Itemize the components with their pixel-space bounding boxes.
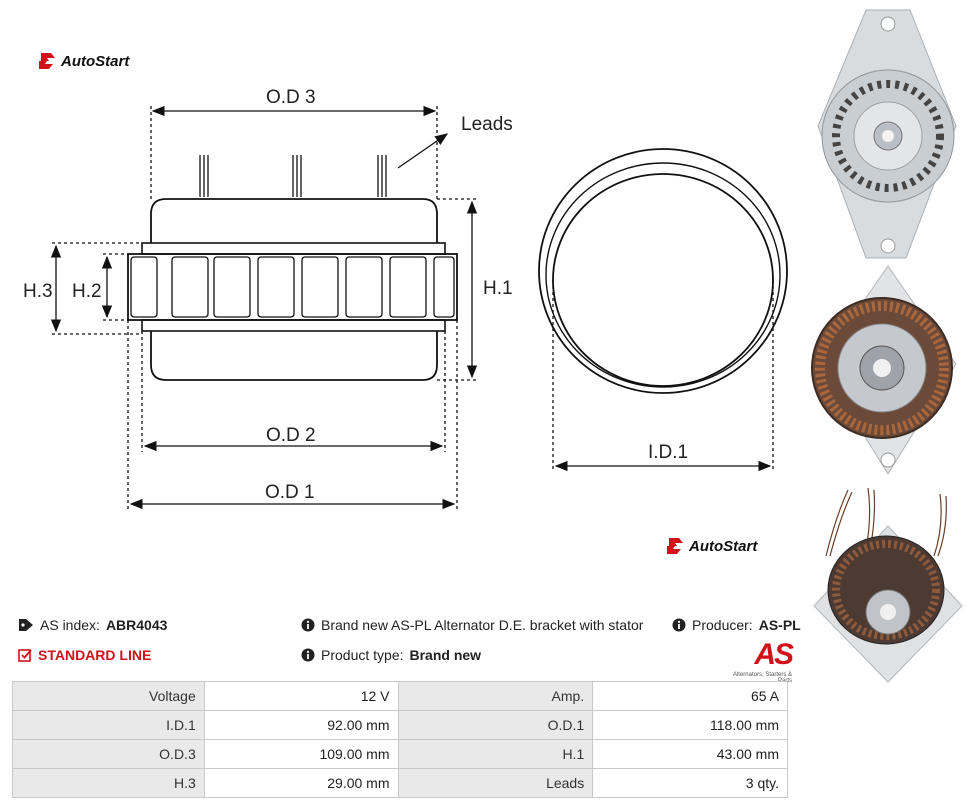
- label-h1: H.1: [483, 278, 513, 299]
- standard-line-text: STANDARD LINE: [38, 647, 152, 663]
- autostart-logo: AutoStart: [37, 52, 129, 70]
- spec-label: H.3: [12, 768, 205, 798]
- label-od3: O.D 3: [266, 87, 316, 108]
- spec-value: 43.00 mm: [592, 739, 788, 769]
- autostart-logo-secondary: AutoStart: [665, 537, 757, 555]
- spec-table: Voltage 12 V Amp. 65 A I.D.1 92.00 mm O.…: [12, 681, 788, 798]
- producer-value: AS-PL: [758, 617, 801, 633]
- description-text: Brand new AS-PL Alternator D.E. bracket …: [321, 617, 644, 633]
- spec-label: Amp.: [397, 681, 594, 711]
- info-icon: [301, 648, 315, 662]
- spec-value: 109.00 mm: [203, 739, 399, 769]
- logo-text: AutoStart: [689, 537, 758, 555]
- spec-value: 118.00 mm: [592, 710, 788, 740]
- autostart-logo-icon: [39, 53, 55, 69]
- producer-label: Producer:: [692, 617, 753, 633]
- checkbox-icon: [18, 649, 32, 662]
- spec-value: 65 A: [592, 681, 788, 711]
- spec-label: Leads: [397, 768, 594, 798]
- product-type-value: Brand new: [409, 647, 482, 663]
- table-row: O.D.3 109.00 mm H.1 43.00 mm: [12, 739, 788, 769]
- label-od2: O.D 2: [266, 425, 316, 446]
- spec-value: 3 qty.: [592, 768, 788, 798]
- product-description: Brand new AS-PL Alternator D.E. bracket …: [301, 617, 643, 633]
- info-icon: [301, 618, 315, 632]
- info-icon: [672, 618, 686, 632]
- as-index: AS index: ABR4043: [18, 617, 167, 633]
- spec-label: Voltage: [12, 681, 205, 711]
- spec-value: 92.00 mm: [203, 710, 399, 740]
- spec-label: O.D.1: [397, 710, 594, 740]
- product-type: Product type: Brand new: [301, 647, 481, 663]
- tag-icon: [19, 619, 33, 631]
- product-photo-bracket: [817, 9, 957, 259]
- label-od1: O.D 1: [265, 482, 315, 503]
- standard-line-badge: STANDARD LINE: [18, 647, 151, 663]
- as-pl-logo: AS Alternators, Starters & Parts: [718, 638, 794, 684]
- as-index-label: AS index:: [40, 617, 100, 633]
- label-h2: H.2: [72, 281, 102, 302]
- stator-drawing: [50, 105, 788, 510]
- spec-value: 29.00 mm: [203, 768, 399, 798]
- spec-label: H.1: [397, 739, 594, 769]
- autostart-logo-icon: [667, 538, 683, 554]
- product-type-label: Product type:: [321, 647, 404, 663]
- table-row: Voltage 12 V Amp. 65 A: [12, 681, 788, 711]
- label-h3: H.3: [23, 281, 53, 302]
- label-leads: Leads: [461, 114, 513, 135]
- producer: Producer: AS-PL: [672, 617, 801, 633]
- spec-value: 12 V: [203, 681, 399, 711]
- as-logo-text: AS: [754, 638, 794, 671]
- logo-text: AutoStart: [61, 52, 130, 70]
- as-index-value: ABR4043: [105, 617, 168, 633]
- product-photo-stator-side: [813, 487, 963, 683]
- table-row: I.D.1 92.00 mm O.D.1 118.00 mm: [12, 710, 788, 740]
- spec-label: O.D.3: [12, 739, 205, 769]
- label-id1: I.D.1: [648, 442, 689, 463]
- product-photo-stator-front: [811, 265, 957, 475]
- spec-label: I.D.1: [12, 710, 205, 740]
- table-row: H.3 29.00 mm Leads 3 qty.: [12, 768, 788, 798]
